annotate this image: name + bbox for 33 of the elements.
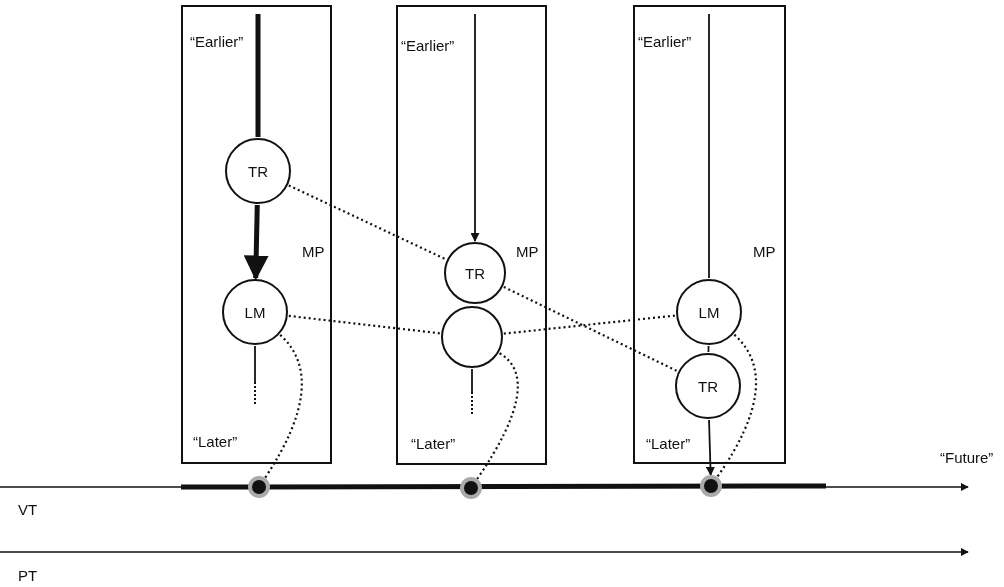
region-label: MP [302, 243, 325, 261]
axis-end-label: “Future” [940, 449, 994, 467]
start-label: “Earlier” [401, 37, 455, 55]
dotted-connector [288, 184, 447, 261]
time-frame-box [396, 5, 547, 465]
dotted-connector [503, 314, 676, 335]
state-circle: LM [676, 279, 742, 345]
end-label: “Later” [646, 435, 691, 453]
time-frame-box [181, 5, 332, 464]
time-point-dot [248, 476, 270, 498]
time-point-dot [460, 477, 482, 499]
start-label: “Earlier” [638, 33, 692, 51]
state-circle: TR [675, 353, 741, 419]
arrow [705, 419, 715, 476]
dotted-connector [476, 352, 519, 480]
end-label: “Later” [411, 435, 456, 453]
state-circle: TR [444, 242, 506, 304]
dotted-connector [503, 285, 678, 373]
state-circle: LM [222, 279, 288, 345]
state-circle: TR [225, 138, 291, 204]
axis-label: VT [18, 501, 38, 519]
time-frame-box [633, 5, 786, 464]
dotted-connector [264, 334, 303, 479]
start-label: “Earlier” [190, 33, 244, 51]
region-label: MP [753, 243, 776, 261]
region-label: MP [516, 243, 539, 261]
arrow [470, 13, 480, 242]
arrow [243, 204, 269, 281]
end-label: “Later” [193, 433, 238, 451]
dotted-connector [716, 333, 758, 478]
dotted-connector [288, 314, 441, 335]
time-point-dot [700, 475, 722, 497]
axis-label: PT [18, 567, 38, 585]
